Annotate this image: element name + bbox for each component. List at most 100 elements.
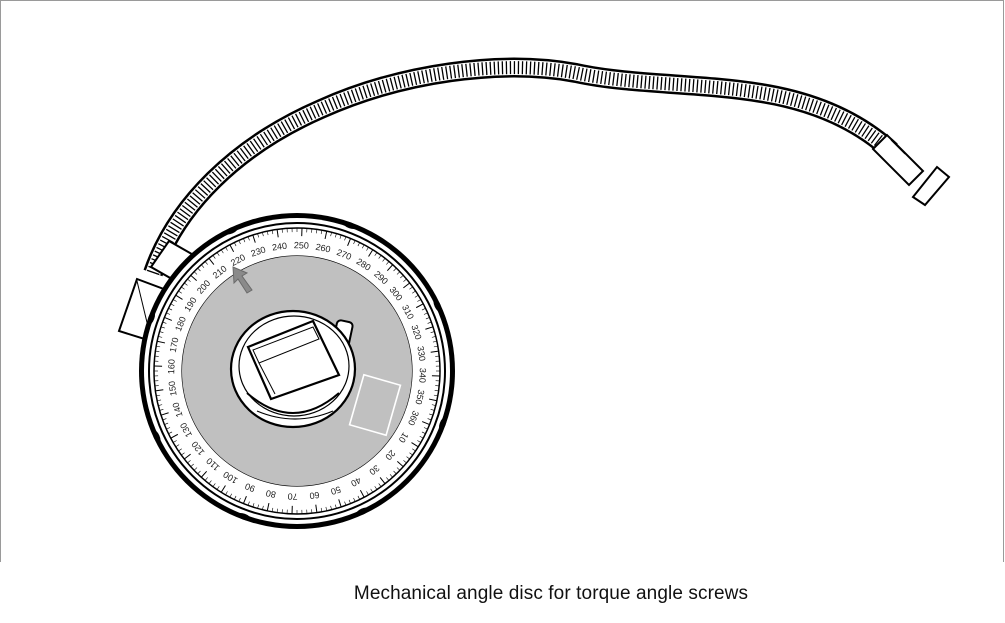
scale-tick bbox=[173, 440, 177, 443]
scale-tick bbox=[339, 234, 342, 239]
hose-end-fitting bbox=[871, 133, 951, 207]
scale-tick bbox=[160, 326, 165, 329]
scale-tick bbox=[386, 261, 390, 265]
scale-tick bbox=[366, 491, 369, 495]
scale-tick bbox=[393, 267, 397, 272]
scale-tick bbox=[412, 448, 416, 452]
scale-label: 80 bbox=[265, 488, 277, 500]
scale-tick bbox=[208, 258, 215, 265]
scale-label: 140 bbox=[170, 401, 184, 418]
scale-tick bbox=[276, 508, 278, 513]
scale-tick bbox=[357, 242, 360, 247]
scale-tick bbox=[193, 271, 198, 275]
scale-tick bbox=[262, 505, 264, 510]
grip-notch bbox=[147, 311, 156, 325]
scale-tick bbox=[389, 474, 393, 478]
scale-tick bbox=[378, 483, 382, 487]
figure-caption: Mechanical angle disc for torque angle s… bbox=[353, 583, 749, 604]
scale-tick bbox=[421, 431, 426, 434]
scale-tick bbox=[158, 404, 163, 406]
scale-tick bbox=[434, 390, 439, 392]
scale-tick bbox=[421, 421, 430, 426]
scale-tick bbox=[225, 247, 228, 251]
scale-tick bbox=[432, 340, 437, 343]
scale-tick bbox=[247, 236, 250, 241]
scale-ticks bbox=[154, 228, 440, 514]
grip-notch bbox=[356, 507, 369, 516]
scale-tick bbox=[433, 394, 438, 397]
scale-tick bbox=[417, 299, 421, 302]
scale-label: 40 bbox=[349, 475, 363, 489]
scale-label: 160 bbox=[166, 359, 177, 374]
scale-tick bbox=[393, 470, 397, 475]
scale-tick bbox=[406, 456, 410, 460]
scale-tick bbox=[276, 229, 279, 238]
scale-tick bbox=[338, 499, 342, 508]
grip-notch bbox=[438, 417, 447, 431]
scale-tick bbox=[156, 394, 161, 397]
scale-label: 150 bbox=[167, 380, 179, 396]
grip-notch bbox=[225, 226, 238, 235]
scale-tick bbox=[204, 477, 208, 481]
scale-tick bbox=[190, 463, 194, 467]
scale-tick bbox=[266, 502, 270, 511]
scale-tick bbox=[335, 504, 337, 509]
flexible-hose bbox=[143, 57, 898, 277]
scale-tick bbox=[225, 491, 228, 495]
scale-label: 70 bbox=[287, 491, 297, 501]
scale-tick bbox=[427, 418, 432, 421]
scale-tick bbox=[238, 240, 241, 245]
label-plate bbox=[348, 373, 402, 437]
scale-tick bbox=[411, 442, 419, 448]
scale-label: 260 bbox=[315, 242, 332, 255]
grip-notch bbox=[343, 221, 357, 230]
scale-tick bbox=[353, 240, 356, 245]
scale-tick bbox=[170, 303, 175, 307]
scale-tick bbox=[374, 486, 378, 490]
scale-tick bbox=[353, 497, 356, 502]
scale-tick bbox=[216, 252, 220, 256]
scale-label: 330 bbox=[415, 345, 427, 361]
scale-tick bbox=[423, 312, 428, 315]
scale-tick bbox=[159, 331, 164, 333]
scale-label: 50 bbox=[330, 484, 343, 497]
scale-label: 90 bbox=[243, 481, 256, 494]
scale-label: 30 bbox=[367, 463, 381, 477]
scale-tick bbox=[201, 264, 205, 268]
scale-tick bbox=[173, 299, 177, 302]
scale-tick bbox=[243, 238, 246, 243]
scale-label: 20 bbox=[383, 448, 397, 462]
scale-tick bbox=[335, 233, 337, 238]
scale-tick bbox=[159, 409, 164, 411]
scale-tick bbox=[379, 477, 386, 484]
scale-tick bbox=[400, 275, 404, 279]
scale-tick bbox=[187, 460, 191, 464]
scale-tick bbox=[262, 232, 264, 237]
grip-notch bbox=[237, 512, 251, 521]
scale-tick bbox=[178, 290, 182, 294]
scale-tick bbox=[155, 389, 164, 392]
scale-tick bbox=[271, 230, 274, 235]
scale-tick bbox=[247, 501, 250, 506]
scale-tick bbox=[378, 255, 382, 259]
scale-tick bbox=[158, 336, 163, 338]
scale-label: 10 bbox=[397, 431, 411, 445]
scale-tick bbox=[361, 244, 365, 249]
scale-tick bbox=[330, 232, 332, 237]
scale-tick bbox=[428, 398, 437, 402]
scale-tick bbox=[324, 231, 328, 240]
pointer-arrow-icon bbox=[232, 266, 253, 294]
scale-tick bbox=[403, 282, 410, 289]
scale-tick bbox=[164, 422, 169, 425]
scale-tick bbox=[208, 480, 212, 484]
scale-tick bbox=[425, 317, 430, 320]
scale-tick bbox=[414, 294, 419, 298]
scale-tick bbox=[184, 453, 191, 460]
scale-tick bbox=[212, 255, 216, 259]
scale-tick bbox=[257, 233, 259, 238]
scale-tick bbox=[368, 249, 374, 257]
scale-label: 340 bbox=[417, 368, 428, 383]
grip-notches bbox=[147, 221, 447, 521]
scale-tick bbox=[320, 507, 323, 512]
